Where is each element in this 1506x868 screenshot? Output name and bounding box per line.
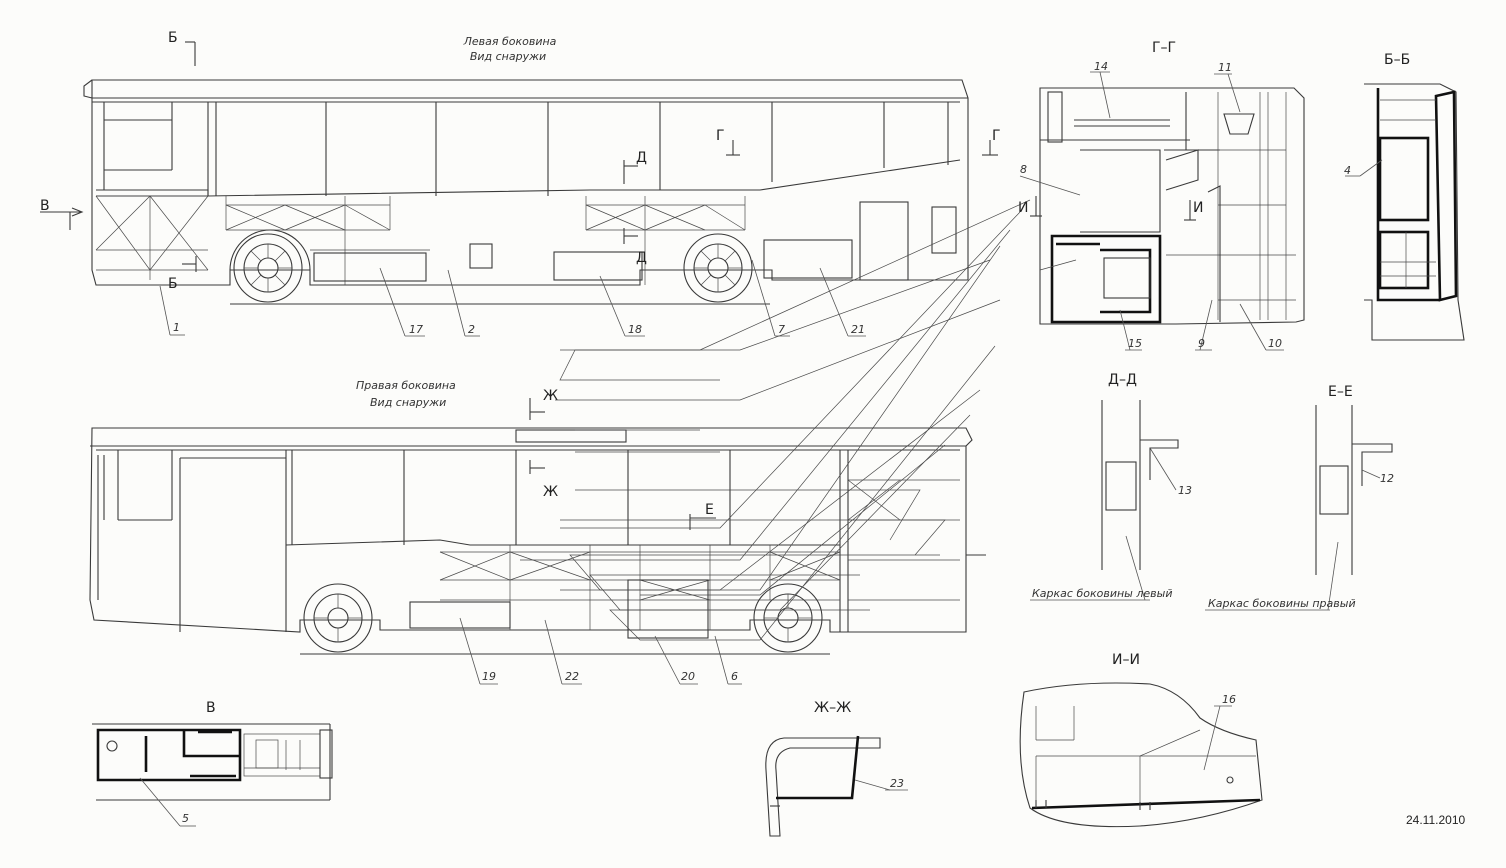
left-side-view: Левая боковина Вид снаружи [40, 30, 1001, 337]
cut-mark-b-top: Б [168, 30, 178, 46]
cut-mark-d-bottom: Д [636, 250, 647, 266]
frame-right-label: Каркас боковины правый [1208, 597, 1356, 610]
callout-8: 8 [1020, 163, 1027, 176]
right-side-caption-1: Правая боковина [356, 379, 456, 392]
callout-21: 21 [851, 323, 865, 336]
section-zh-zh: Ж–Ж 23 [765, 700, 908, 837]
section-b-b: Б–Б 4 [1344, 52, 1465, 341]
callout-23: 23 [890, 777, 904, 790]
callout-14: 14 [1094, 60, 1108, 73]
cut-mark-i-left: И [1018, 200, 1028, 216]
section-title-b-b: Б–Б [1384, 52, 1410, 68]
right-side-view: Правая боковина Вид снаружи [89, 379, 986, 685]
cut-mark-b-bottom: Б [168, 276, 178, 292]
left-side-caption-1: Левая боковина [463, 35, 557, 48]
section-g-g: Г–Г И И 14 11 8 [1018, 40, 1305, 351]
right-rear-wheel [753, 583, 823, 653]
callout-19: 19 [482, 670, 496, 683]
cut-mark-zh-bottom: Ж [543, 484, 558, 500]
cut-mark-d-top: Д [636, 150, 647, 166]
right-front-wheel [303, 583, 373, 653]
callout-2: 2 [468, 323, 475, 336]
callout-7: 7 [778, 323, 785, 336]
drawing-date: 24.11.2010 [1406, 813, 1465, 827]
section-e-e: Е–Е 12 Каркас боковины правый [1205, 384, 1394, 611]
section-title-zh-zh: Ж–Ж [814, 700, 851, 716]
cut-mark-v: В [40, 198, 50, 214]
callout-11: 11 [1218, 61, 1232, 74]
left-rear-wheel [683, 233, 753, 303]
section-title-i-i: И–И [1112, 652, 1140, 668]
callout-10: 10 [1268, 337, 1282, 350]
diagonal-leader-lines [520, 199, 1031, 641]
callout-17: 17 [409, 323, 423, 336]
cut-mark-zh-top: Ж [543, 388, 558, 404]
callout-1: 1 [173, 321, 180, 334]
section-title-d-d: Д–Д [1108, 372, 1137, 388]
view-v: В 5 [92, 700, 333, 827]
callout-13: 13 [1178, 484, 1192, 497]
cut-mark-e: Е [705, 502, 714, 518]
callout-5: 5 [182, 812, 189, 825]
section-d-d: Д–Д 13 Каркас боковины левый [1030, 372, 1192, 601]
left-side-caption-2: Вид снаружи [470, 50, 546, 63]
callout-15: 15 [1128, 337, 1142, 350]
callout-16: 16 [1222, 693, 1236, 706]
callout-4: 4 [1344, 164, 1351, 177]
frame-left-label: Каркас боковины левый [1032, 587, 1172, 600]
callout-22: 22 [565, 670, 579, 683]
cut-mark-i-right: И [1193, 200, 1203, 216]
section-i-i: И–И 16 [1019, 652, 1263, 828]
callout-18: 18 [628, 323, 642, 336]
callouts-left: 1 17 2 18 7 21 [159, 259, 866, 337]
callouts-right: 19 22 20 6 [459, 617, 742, 685]
callout-20: 20 [681, 670, 695, 683]
cut-mark-g-left: Г [716, 128, 725, 144]
right-side-caption-2: Вид снаружи [370, 396, 446, 409]
callout-6: 6 [731, 670, 738, 683]
section-title-g-g: Г–Г [1152, 40, 1176, 56]
cut-mark-g-right: Г [992, 128, 1001, 144]
left-front-wheel [229, 229, 311, 303]
section-title-e-e: Е–Е [1328, 384, 1353, 400]
callout-9: 9 [1198, 337, 1205, 350]
callout-12: 12 [1380, 472, 1394, 485]
section-title-v: В [206, 700, 216, 716]
